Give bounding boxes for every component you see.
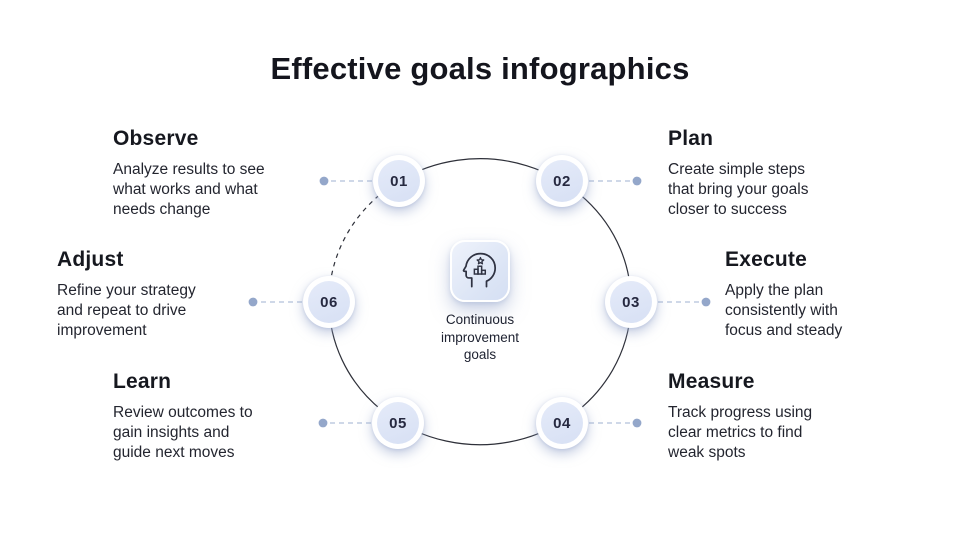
step-description: Create simple steps that bring your goal…: [668, 161, 809, 218]
step-description: Review outcomes to gain insights and gui…: [113, 404, 253, 461]
step-title: Adjust: [57, 248, 124, 271]
step-block-measure: Measure Track progress using clear metri…: [668, 370, 873, 463]
step-node-01: 01: [373, 155, 425, 207]
step-title: Execute: [725, 248, 807, 271]
page-title: Effective goals infographics: [270, 51, 690, 86]
step-node-01-fill: 01: [378, 160, 420, 202]
step-block-observe: Observe Analyze results to see what work…: [113, 127, 318, 220]
step-block-plan: Plan Create simple steps that bring your…: [668, 127, 873, 220]
step-number: 02: [553, 172, 571, 190]
step-node-06-fill: 06: [308, 281, 350, 323]
connector-dot-03: [701, 297, 711, 307]
center-badge: [450, 240, 510, 302]
step-number: 04: [553, 414, 571, 432]
head-with-star-and-chart-icon: [462, 252, 497, 288]
step-number: 06: [320, 293, 338, 311]
step-node-05: 05: [372, 397, 424, 449]
step-node-03: 03: [605, 276, 657, 328]
step-description: Apply the plan consistently with focus a…: [725, 282, 843, 339]
step-number: 05: [389, 414, 407, 432]
connector-dot-06: [248, 297, 258, 307]
center-label: Continuous improvement goals: [440, 312, 520, 362]
step-description: Track progress using clear metrics to fi…: [668, 404, 813, 461]
step-title: Measure: [668, 370, 755, 393]
step-block-execute: Execute Apply the plan consistently with…: [725, 248, 930, 341]
step-title: Observe: [113, 127, 199, 150]
step-description: Analyze results to see what works and wh…: [113, 161, 265, 218]
step-node-05-fill: 05: [377, 402, 419, 444]
step-block-learn: Learn Review outcomes to gain insights a…: [113, 370, 318, 463]
connector-dot-02: [632, 176, 642, 186]
step-node-06: 06: [303, 276, 355, 328]
step-title: Learn: [113, 370, 172, 393]
step-number: 03: [622, 293, 640, 311]
step-node-03-fill: 03: [610, 281, 652, 323]
step-number: 01: [390, 172, 408, 190]
step-description: Refine your strategy and repeat to drive…: [57, 282, 196, 339]
connector-dot-04: [632, 418, 642, 428]
connector-dot-05: [318, 418, 328, 428]
step-node-02-fill: 02: [541, 160, 583, 202]
step-node-02: 02: [536, 155, 588, 207]
step-block-adjust: Adjust Refine your strategy and repeat t…: [57, 248, 262, 341]
step-node-04: 04: [536, 397, 588, 449]
step-title: Plan: [668, 127, 714, 150]
connector-dot-01: [319, 176, 329, 186]
step-node-04-fill: 04: [541, 402, 583, 444]
